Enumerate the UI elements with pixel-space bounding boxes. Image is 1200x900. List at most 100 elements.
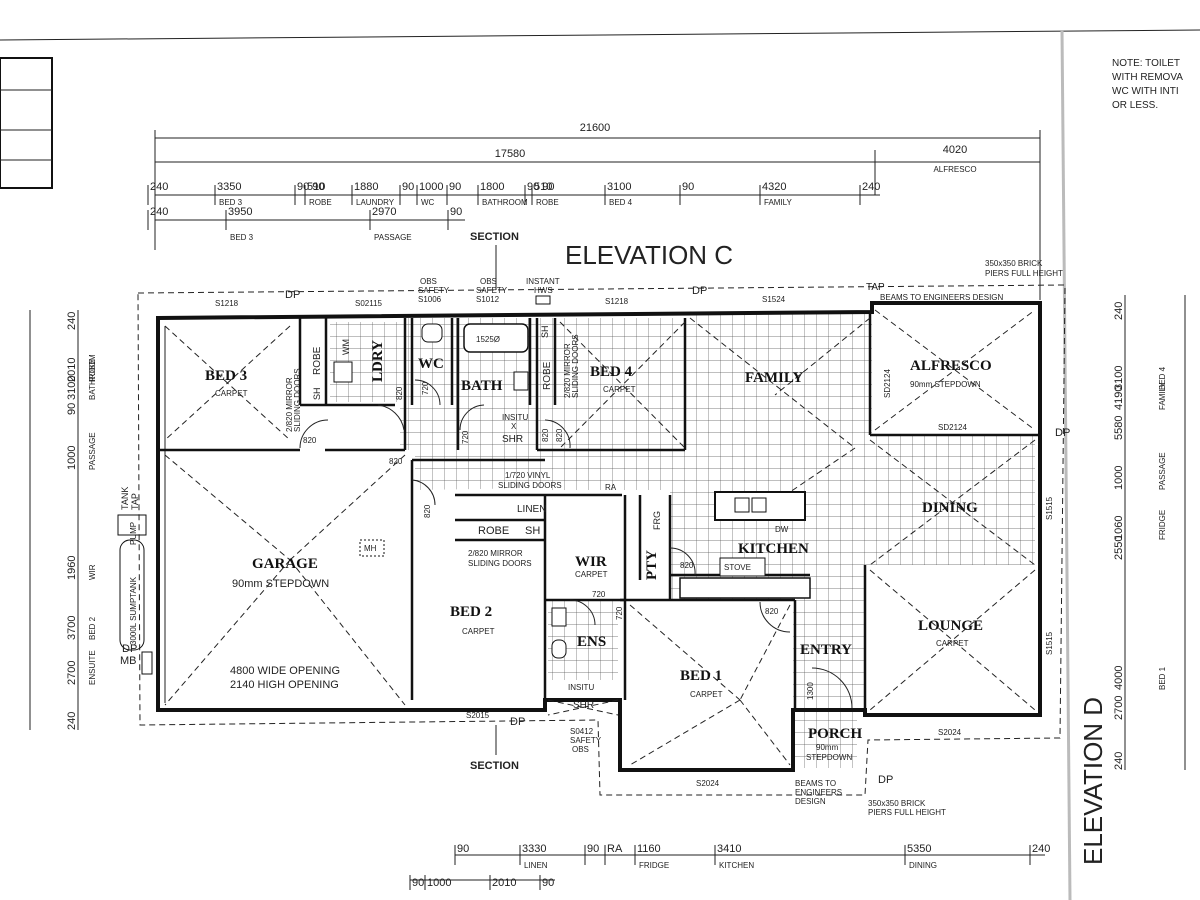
room-name-lounge: LOUNGE (918, 618, 983, 634)
garage-opening-width: 4800 WIDE OPENING (230, 665, 340, 677)
door-d3: 820 (395, 386, 404, 400)
dp-label-1: DP (285, 289, 300, 301)
s0412-line2: SAFETY (570, 736, 602, 745)
tap-label: TAP (130, 493, 140, 510)
bottom-dim-row1-value: 5350 (907, 843, 931, 855)
door-d2: 820 (389, 457, 403, 466)
window-w7: S1515 (1045, 496, 1054, 520)
right-dim-value: 5580 (1113, 416, 1125, 440)
frg-label: FRG (652, 511, 662, 530)
room-name-wc: WC (418, 356, 444, 372)
right-dim-value: 2550 (1113, 536, 1125, 560)
right-dim-label: BED 1 (1158, 666, 1167, 690)
room-name-bed3: BED 3 (205, 368, 247, 384)
left-dim-label: ROBE (88, 359, 97, 382)
bottom-dim-row1-label: KITCHEN (719, 861, 754, 870)
room-name-pty: PTY (644, 550, 660, 580)
dp-label-3: DP (1055, 427, 1070, 439)
door-d4: 820 (423, 504, 432, 518)
window-w4: S1524 (762, 295, 786, 304)
beams-note-bottom-3: DESIGN (795, 797, 826, 806)
beams-note-bottom-1: BEAMS TO (795, 779, 836, 788)
tap-label-top: TAP (866, 282, 885, 293)
manhole-box (359, 539, 385, 557)
top-dim-row1-value: 90 (449, 181, 461, 193)
room-floor-bed1: CARPET (690, 690, 723, 699)
bottom-dim-row1-value: RA (607, 843, 623, 855)
room-lounge: LOUNGE CARPET (918, 618, 983, 648)
left-dim-label: PASSAGE (88, 432, 97, 470)
window-w6: SD2124 (938, 423, 967, 432)
dw-label: DW (775, 525, 789, 534)
vinyl-label-2: SLIDING DOORS (498, 481, 562, 490)
top-dim-row1-value: 90 (682, 181, 694, 193)
room-wir: WIR CARPET (575, 554, 608, 579)
left-dim-value: 2010 (66, 358, 78, 382)
shr-label-bath: SHR (502, 434, 523, 445)
manhole-label: MH (364, 544, 377, 553)
insitu-label-bath: INSITU (502, 413, 528, 422)
room-name-family: FAMILY (745, 370, 804, 386)
room-floor-porch-2: STEPDOWN (806, 753, 852, 762)
garage-opening-height: 2140 HIGH OPENING (230, 679, 339, 691)
room-name-alfresco: ALFRESCO (910, 358, 992, 374)
left-dim-value: 240 (66, 312, 78, 330)
mirror-label-bed2-1: 2/820 MIRROR (468, 549, 523, 558)
room-name-bath: BATH (461, 378, 503, 394)
top-dim-row1-label: LAUNDRY (356, 198, 395, 207)
top-dim-row2-value: 2970 (372, 206, 396, 218)
obs1-line2: SAFETY (418, 286, 450, 295)
elevation-d-title: ELEVATION D (1078, 697, 1108, 865)
top-dim-row1-label: BED 4 (609, 198, 633, 207)
left-dim-label: ENSUITE (88, 650, 97, 685)
ceiling-diagonals (164, 309, 1036, 766)
s0412-line1: S0412 (570, 727, 594, 736)
note-line-3: WC WITH INTI (1112, 86, 1179, 97)
obs1-line3: S1006 (418, 295, 442, 304)
room-bed-3: BED 3 CARPET (205, 368, 248, 398)
kitchen-bench (679, 577, 811, 599)
top-dim-row2-value: 90 (450, 206, 462, 218)
room-name-kitchen: KITCHEN (738, 541, 809, 557)
room-name-bed2: BED 2 (450, 604, 492, 620)
right-dim-value: 1000 (1113, 466, 1125, 490)
shr-label-ens: SHR (573, 700, 594, 711)
hws-line1: INSTANT (526, 277, 560, 286)
ra-label: RA (605, 483, 617, 492)
window-w5: SD2124 (883, 369, 892, 398)
linen-label: LINEN (517, 504, 546, 515)
top-dim-row1-value: 510 (534, 181, 552, 193)
top-dim-row1-label: WC (421, 198, 435, 207)
top-dim-row1-value: 1880 (354, 181, 378, 193)
insitu-label-ens: INSITU (568, 683, 594, 692)
window-w9: S2015 (466, 711, 490, 720)
mirror-label-bed2-2: SLIDING DOORS (468, 559, 532, 568)
right-dim-value: 1060 (1113, 516, 1125, 540)
dim-house: 17580 (495, 148, 526, 160)
right-dim-label: FAMILY (1158, 381, 1167, 410)
room-name-ens: ENS (577, 634, 606, 650)
room-alfresco: ALFRESCO 90mm STEPDOWN (910, 358, 992, 389)
obs2-line1: OBS (480, 277, 497, 286)
kitchen-island (714, 491, 806, 521)
bottom-dim-row1-value: 3410 (717, 843, 741, 855)
laundry-tub-icon (333, 361, 353, 383)
sh-label-bed4: SH (540, 325, 550, 338)
sh-label-bed2: SH (525, 525, 540, 537)
hws-line2: HWS (534, 286, 553, 295)
window-w2: S02115 (355, 299, 383, 308)
door-d8: 720 (461, 430, 470, 444)
right-dim-value: 4190 (1113, 386, 1125, 410)
top-dim-row1-label: ROBE (536, 198, 559, 207)
left-dim-label: BED 2 (88, 616, 97, 640)
room-floor-bed3: CARPET (215, 389, 248, 398)
room-name-entry: ENTRY (800, 642, 852, 658)
sink-icon-2 (751, 497, 767, 513)
room-name-wir: WIR (575, 554, 607, 570)
vinyl-label-1: 1/720 VINYL (505, 471, 551, 480)
robe-label-bed2: ROBE (478, 525, 509, 537)
left-dim-value: 240 (66, 712, 78, 730)
